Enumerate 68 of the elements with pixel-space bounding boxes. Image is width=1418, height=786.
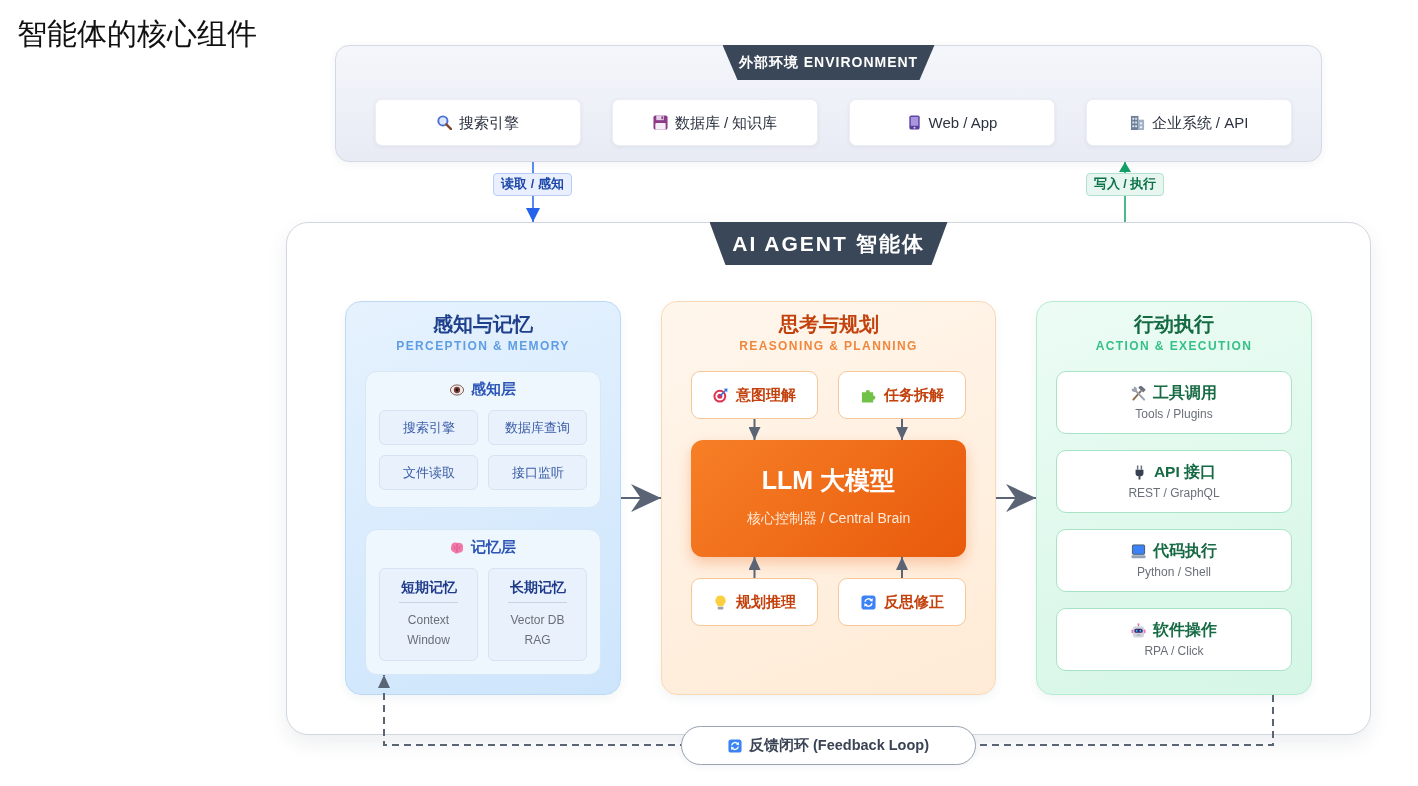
- panel-title: 思考与规划: [778, 312, 879, 336]
- column-panel: [345, 301, 621, 695]
- action-subtitle: RPA / Click: [1144, 643, 1204, 659]
- panel-title: 行动执行: [1134, 312, 1214, 336]
- card-heading: 短期记忆: [400, 579, 457, 597]
- layer-card: [365, 529, 601, 675]
- layer-heading: 记忆层: [471, 539, 516, 557]
- arrow: [748, 418, 761, 441]
- edge-label: 反馈闭环 (Feedback Loop): [748, 736, 929, 755]
- task-label: 反思修正: [883, 593, 944, 611]
- column-panel: [1036, 301, 1312, 695]
- source-label: 搜索引擎: [459, 113, 519, 132]
- memory-card: [488, 568, 587, 661]
- arrow: [896, 556, 908, 579]
- page-title: 智能体的核心组件: [17, 16, 257, 52]
- source-label: 企业系统 / API: [1151, 113, 1249, 132]
- task-label: 规划推理: [736, 593, 796, 611]
- panel-subtitle: PERCEPTION & MEMORY: [396, 338, 570, 354]
- core-title: LLM 大模型: [761, 465, 896, 495]
- action-title: API 接口: [1153, 462, 1217, 482]
- source-box: [1086, 99, 1292, 146]
- arrow: [748, 556, 761, 579]
- source-box: [849, 99, 1055, 146]
- source-label: 数据库 / 知识库: [674, 113, 778, 132]
- agent-panel: [286, 222, 1371, 735]
- task-label: 意图理解: [736, 386, 796, 404]
- arrow: [620, 484, 662, 512]
- memory-card: [379, 568, 478, 661]
- task-box: [691, 578, 818, 626]
- card-text: Vector DB RAG: [509, 612, 566, 649]
- core-subtitle: 核心控制器 / Central Brain: [746, 509, 911, 527]
- arrow: [896, 418, 908, 441]
- panel-title: 感知与记忆: [433, 312, 533, 336]
- source-box: [375, 99, 581, 146]
- action-card: [1056, 529, 1292, 592]
- item-tile: 数据库查询: [488, 410, 587, 445]
- arrow: [995, 484, 1037, 512]
- card-text: Context Window: [406, 612, 451, 649]
- layer-card: [365, 371, 601, 508]
- item-tile: 搜索引擎: [379, 410, 478, 445]
- source-box: [612, 99, 818, 146]
- core-box: [691, 440, 966, 557]
- edge-label: 读取 / 感知: [493, 173, 572, 196]
- edge-label: 写入 / 执行: [1086, 173, 1164, 196]
- title-banner: 外部环境 ENVIRONMENT: [722, 45, 935, 80]
- column-panel: [661, 301, 996, 695]
- task-label: 任务拆解: [883, 386, 944, 404]
- action-subtitle: Tools / Plugins: [1135, 406, 1213, 422]
- action-title: 代码执行: [1153, 541, 1217, 561]
- action-title: 工具调用: [1153, 383, 1217, 403]
- environment-panel: [335, 45, 1322, 162]
- action-card: [1056, 371, 1292, 434]
- card-heading: 长期记忆: [509, 579, 566, 597]
- item-tile: 接口监听: [488, 455, 587, 490]
- action-subtitle: Python / Shell: [1136, 564, 1211, 580]
- source-label: Web / App: [928, 113, 998, 132]
- action-subtitle: REST / GraphQL: [1128, 485, 1220, 501]
- panel-subtitle: REASONING & PLANNING: [739, 338, 918, 354]
- action-title: 软件操作: [1153, 620, 1217, 640]
- title-banner: AI AGENT 智能体: [709, 222, 948, 265]
- task-box: [838, 578, 966, 626]
- panel-subtitle: ACTION & EXECUTION: [1095, 338, 1253, 354]
- task-box: [838, 371, 966, 419]
- task-box: [691, 371, 818, 419]
- layer-heading: 感知层: [471, 381, 516, 399]
- action-card: [1056, 450, 1292, 513]
- action-card: [1056, 608, 1292, 671]
- item-tile: 文件读取: [379, 455, 478, 490]
